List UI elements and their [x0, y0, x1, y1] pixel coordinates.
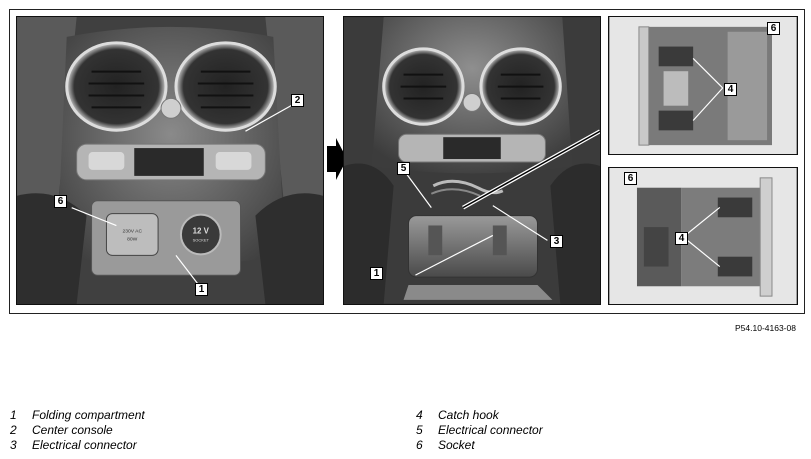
socket-label-12v: 12 V — [193, 226, 210, 235]
folding-compartment-removed-photo — [344, 17, 600, 304]
legend-item: 2 Center console — [10, 423, 145, 438]
photo-panel-left: 230V AC 80W 12 V SOCKET 2 6 1 — [16, 16, 324, 305]
legend-text: Folding compartment — [32, 408, 145, 422]
legend-text: Catch hook — [438, 408, 499, 422]
callout-6: 6 — [767, 22, 780, 35]
legend-item: 1 Folding compartment — [10, 408, 145, 423]
legend-item: 6 Socket — [416, 438, 543, 453]
callout-1: 1 — [195, 283, 208, 296]
callout-2: 2 — [291, 94, 304, 107]
socket-detail-bottom-photo — [609, 168, 797, 304]
legend-right: 4 Catch hook 5 Electrical connector 6 Socke… — [416, 408, 543, 453]
legend-left: 1 Folding compartment 2 Center console 3 El… — [10, 408, 145, 453]
callout-3: 3 — [550, 235, 563, 248]
callout-4: 4 — [675, 232, 688, 245]
legend-item: 4 Catch hook — [416, 408, 543, 423]
legend-text: Electrical connector — [438, 423, 543, 437]
legend-text: Center console — [32, 423, 113, 437]
callout-1: 1 — [370, 267, 383, 280]
callout-5: 5 — [397, 162, 410, 175]
legend-number: 5 — [416, 423, 423, 437]
photo-panel-top-right: 6 4 — [608, 16, 798, 155]
socket-label-230v: 230V AC — [122, 228, 142, 234]
socket-label-socket: SOCKET — [193, 237, 210, 242]
callout-6: 6 — [624, 172, 637, 185]
socket-label-80w: 80W — [127, 236, 138, 242]
photo-panel-bottom-right: 6 4 — [608, 167, 798, 305]
photo-panel-middle: 5 3 1 — [343, 16, 601, 305]
legend-number: 4 — [416, 408, 423, 422]
legend-number: 2 — [10, 423, 17, 437]
callout-6: 6 — [54, 195, 67, 208]
legend-text: Electrical connector — [32, 438, 137, 452]
legend-item: 3 Electrical connector — [10, 438, 145, 453]
socket-detail-top-photo — [609, 17, 797, 154]
legend-number: 3 — [10, 438, 17, 452]
callout-4: 4 — [724, 83, 737, 96]
legend-number: 1 — [10, 408, 17, 422]
legend-text: Socket — [438, 438, 475, 452]
sequence-arrow-icon — [327, 138, 347, 180]
legend-item: 5 Electrical connector — [416, 423, 543, 438]
legend-number: 6 — [416, 438, 423, 452]
center-console-photo: 230V AC 80W 12 V SOCKET — [17, 17, 323, 304]
figure-reference-code: P54.10-4163-08 — [735, 323, 796, 333]
